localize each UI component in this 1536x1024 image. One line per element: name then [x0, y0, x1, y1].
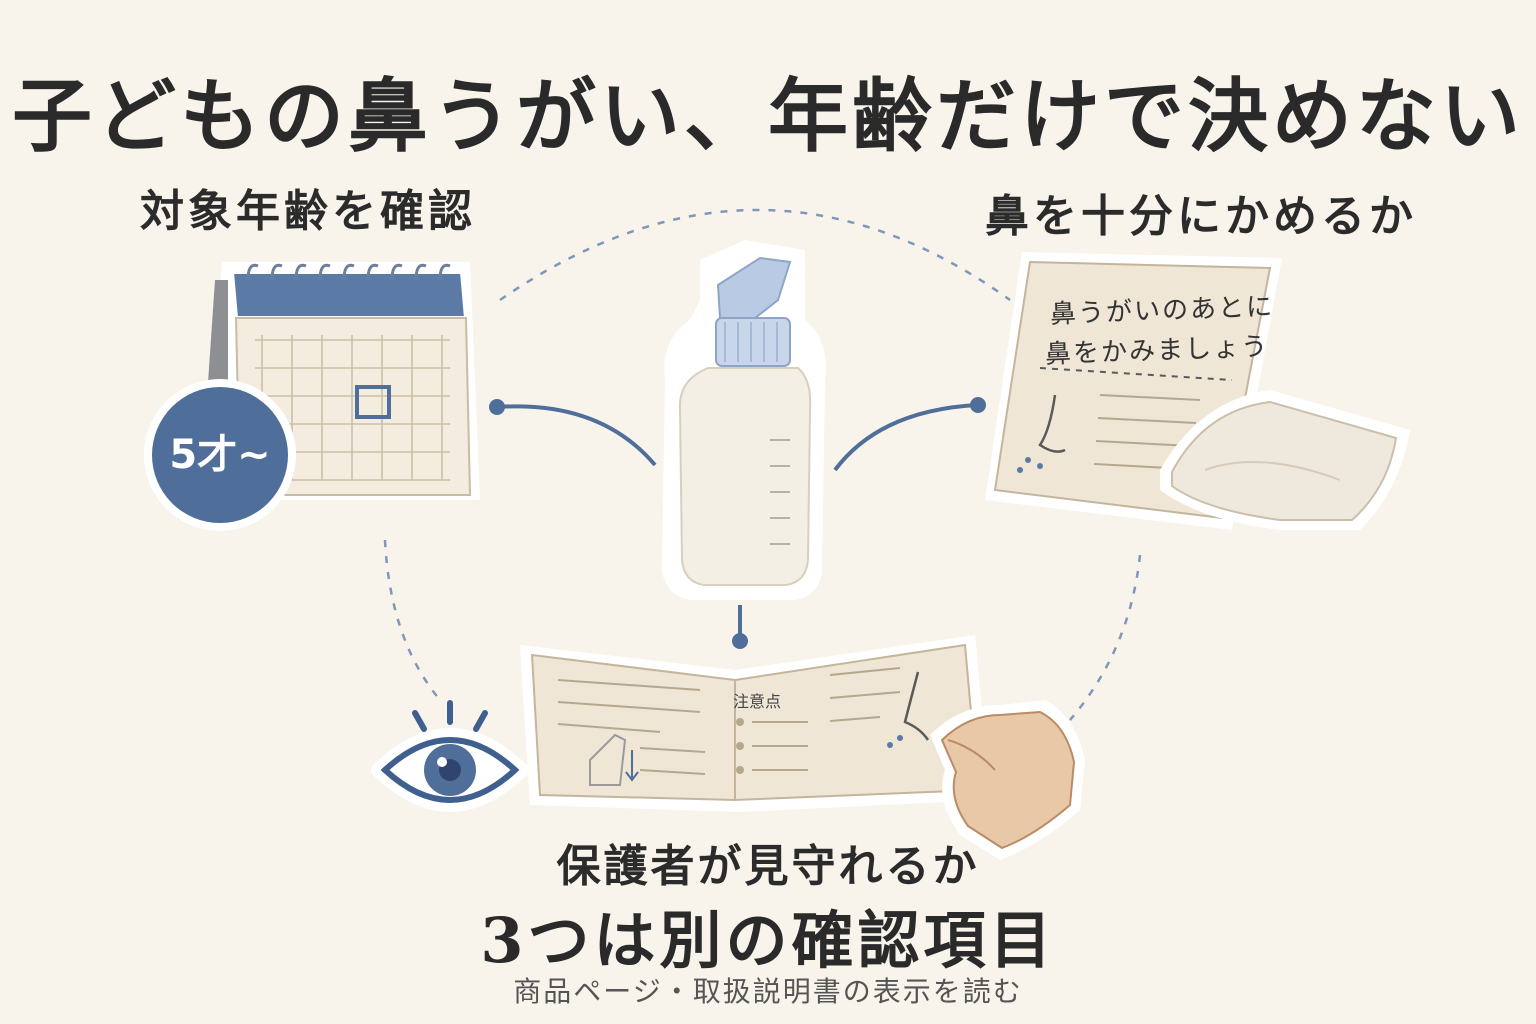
- check-guardian-label: 保護者が見守れるか: [556, 841, 980, 892]
- nasal-rinse-bottle-icon: [662, 240, 826, 600]
- booklet-heading: 注意点: [733, 692, 782, 711]
- leaflet-text-line2: 鼻をかみましょう: [1044, 332, 1270, 370]
- leaflet-text-line1: 鼻うがいのあとに: [1049, 292, 1275, 330]
- age-badge: 5才~: [169, 432, 271, 478]
- summary-heading: 3つは別の確認項目: [480, 904, 1056, 977]
- towel-icon: [1160, 390, 1410, 530]
- eye-icon: [371, 700, 529, 812]
- hand-icon: [930, 700, 1085, 860]
- calendar-icon: [144, 262, 480, 531]
- check-age-label: 対象年齢を確認: [140, 186, 476, 237]
- page-title: 子どもの鼻うがい、年齢だけで決めない: [12, 69, 1524, 163]
- footnote: 商品ページ・取扱説明書の表示を読む: [513, 975, 1023, 1008]
- dashed-cycle: [383, 208, 1142, 721]
- check-blow-label: 鼻を十分にかめるか: [985, 191, 1417, 242]
- booklet-icon: [520, 635, 990, 812]
- nose-icon: [1038, 394, 1066, 453]
